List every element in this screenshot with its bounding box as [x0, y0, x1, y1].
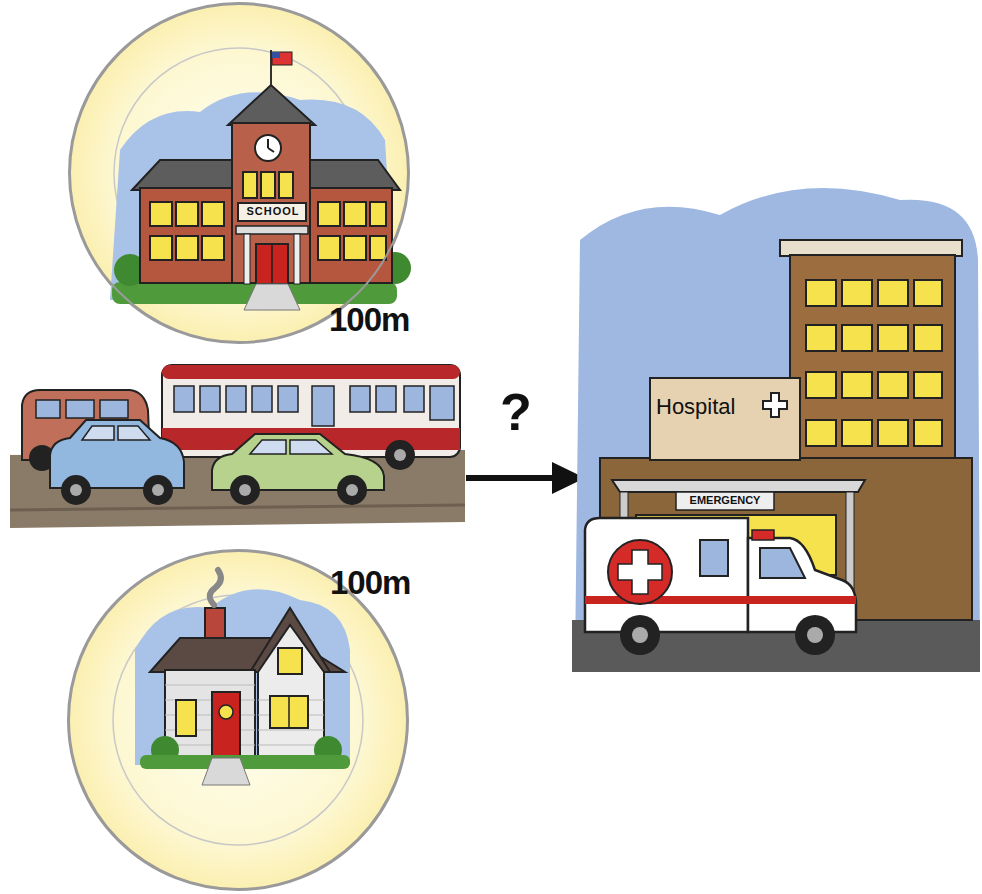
circle-border	[70, 4, 408, 342]
distance-label: 100m	[330, 566, 430, 599]
hospital-sign: Hospital	[656, 396, 766, 418]
traffic-scene	[10, 365, 465, 528]
school-scene	[69, 3, 411, 343]
distance-label: 100m	[329, 303, 429, 336]
house-scene	[68, 550, 408, 890]
school-sign: SCHOOL	[239, 206, 307, 217]
circle-outline	[69, 3, 409, 343]
circle-outline	[68, 550, 408, 890]
arrow	[466, 462, 585, 494]
house-circle: 100m	[68, 550, 408, 890]
question-mark: ?	[500, 386, 560, 438]
hospital-scene	[572, 188, 980, 672]
emergency-sign: EMERGENCY	[676, 495, 774, 506]
circle-border	[69, 551, 407, 889]
hospital-building: HospitalEMERGENCY	[572, 190, 982, 672]
school-circle: SCHOOL100m	[69, 3, 409, 343]
